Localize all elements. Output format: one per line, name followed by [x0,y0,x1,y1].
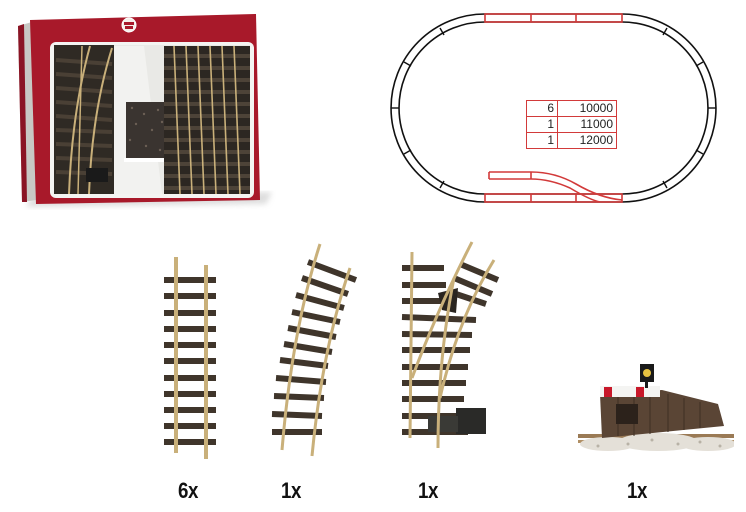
table-row: 1 12000 [526,132,617,149]
layout-diagram [390,0,746,210]
item-cell: 12000 [557,132,617,149]
straight-track [162,255,222,460]
qty-label-bumper: 1x [627,478,647,503]
straight-track-illustration [164,257,216,459]
curved-track-illustration [271,243,358,457]
qty-cell: 1 [526,132,558,149]
item-cell: 10000 [557,100,617,117]
table-row: 6 10000 [526,100,617,117]
qty-label-curved: 1x [281,478,301,503]
qty-cell: 6 [526,100,558,117]
parts-table: 6 10000 1 11000 1 12000 [526,100,617,149]
switch-turnout [398,238,503,460]
curved-track [268,240,368,460]
oval-track-plan [390,13,717,203]
table-row: 1 11000 [526,116,617,133]
item-cell: 11000 [557,116,617,133]
box-illustration [18,14,272,207]
qty-label-switch: 1x [418,478,438,503]
track-set-box [14,12,276,215]
qty-cell: 1 [526,116,558,133]
bumper-buffer-stop [578,356,736,456]
qty-label-straight: 6x [178,478,198,503]
switch-turnout-illustration [401,241,500,449]
bumper-illustration [578,364,736,451]
brand-logo-icon [121,17,137,33]
